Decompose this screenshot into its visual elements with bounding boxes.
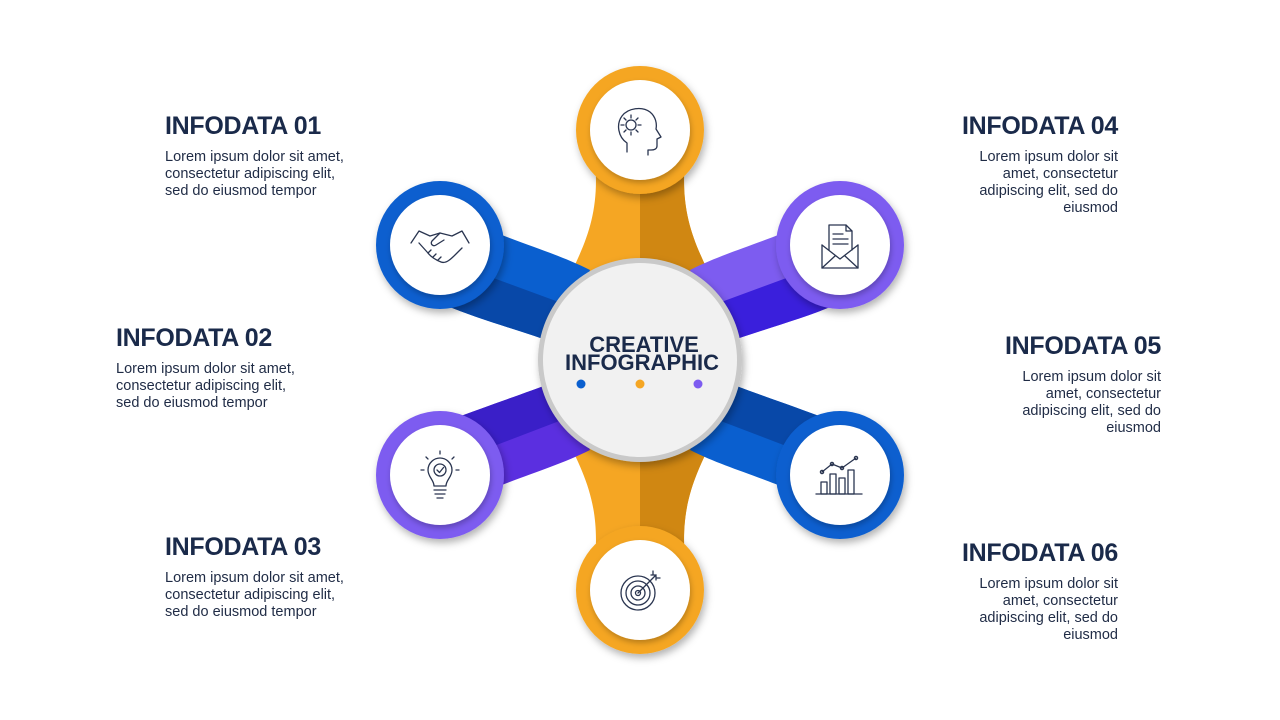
target-icon [620, 570, 661, 611]
info-text: Lorem ipsum dolor sit amet, consectetur … [165, 149, 344, 199]
center-dot-blue [576, 379, 586, 389]
node-top-left [376, 181, 504, 309]
node-top [576, 66, 704, 194]
lightbulb-icon [420, 450, 460, 499]
node-bottom-left [376, 411, 504, 539]
center-hub: CREATIVE INFOGRAPHIC [538, 258, 742, 462]
info-title: INFODATA 06 [962, 539, 1118, 567]
arm-top [565, 160, 715, 285]
head-gear-icon [617, 107, 662, 156]
center-dot-orange [635, 379, 645, 389]
info-title: INFODATA 01 [165, 112, 321, 140]
info-text: Lorem ipsum dolor sit amet, consectetur … [979, 149, 1118, 216]
info-block-05: INFODATA 05 Lorem ipsum dolor sit amet, … [961, 331, 1161, 437]
node-bottom [576, 526, 704, 654]
handshake-icon [410, 230, 470, 264]
bar-chart-icon [815, 455, 863, 495]
info-title: INFODATA 02 [116, 324, 272, 352]
node-bottom-right [776, 411, 904, 539]
info-block-06: INFODATA 06 Lorem ipsum dolor sit amet, … [918, 538, 1118, 644]
info-block-04: INFODATA 04 Lorem ipsum dolor sit amet, … [918, 111, 1118, 217]
info-title: INFODATA 04 [962, 112, 1118, 140]
node-top-right [776, 181, 904, 309]
center-dot-purple [693, 379, 703, 389]
info-text: Lorem ipsum dolor sit amet, consectetur … [116, 361, 295, 411]
info-text: Lorem ipsum dolor sit amet, consectetur … [1022, 369, 1161, 436]
info-title: INFODATA 03 [165, 533, 321, 561]
info-title: INFODATA 05 [1005, 332, 1161, 360]
info-block-03: INFODATA 03 Lorem ipsum dolor sit amet, … [165, 532, 405, 621]
info-text: Lorem ipsum dolor sit amet, consectetur … [979, 576, 1118, 643]
envelope-document-icon [821, 224, 859, 269]
center-title-line2: INFOGRAPHIC [565, 350, 719, 375]
arm-bottom [565, 435, 715, 560]
info-block-02: INFODATA 02 Lorem ipsum dolor sit amet, … [116, 323, 356, 412]
info-text: Lorem ipsum dolor sit amet, consectetur … [165, 570, 344, 620]
center-title-line1: CREATIVE [589, 332, 699, 357]
info-block-01: INFODATA 01 Lorem ipsum dolor sit amet, … [165, 111, 405, 200]
